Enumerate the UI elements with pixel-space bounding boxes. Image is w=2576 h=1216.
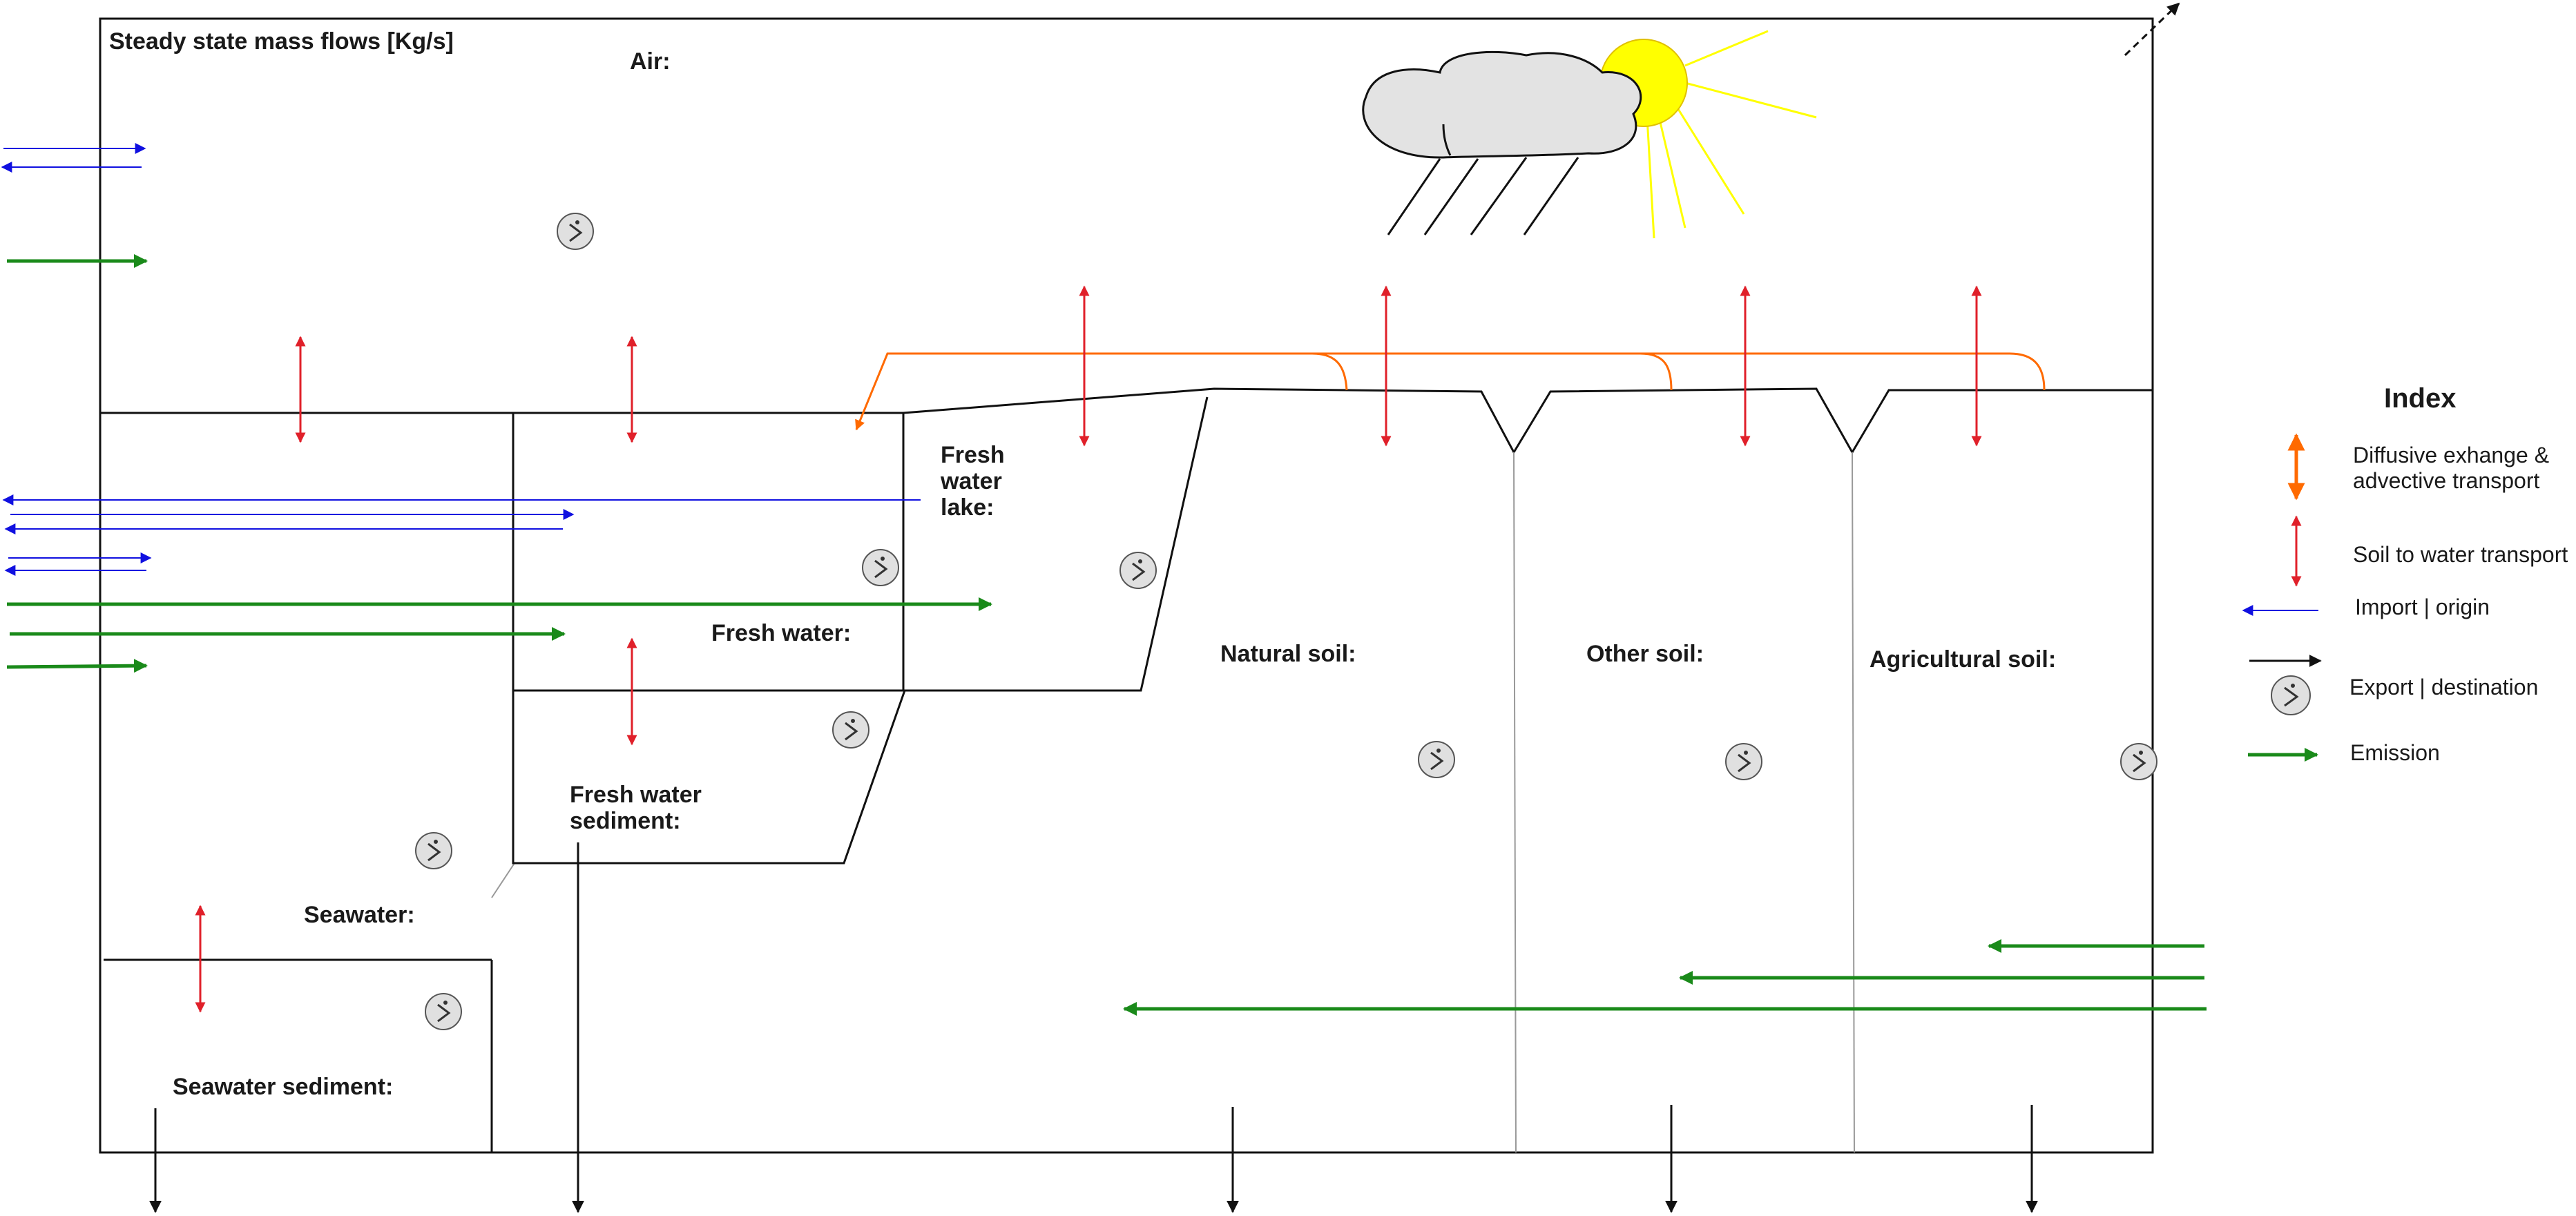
export-destination-icon: [1418, 741, 1455, 778]
other-soil-label: Other soil:: [1586, 641, 1704, 667]
rain-lines: [1387, 157, 1579, 235]
emission-arrows: [6, 254, 2207, 1016]
legend-diffusive-label: Diffusive exhange & advective transport: [2353, 443, 2555, 493]
natural-soil-label: Natural soil:: [1220, 641, 1356, 667]
seawater-shore: [491, 862, 515, 898]
air-label: Air:: [630, 48, 671, 75]
system-boundary: [99, 17, 2154, 1154]
import-arrows: [1, 143, 921, 576]
export-destination-icon: [2271, 675, 2311, 715]
export-destination-icon: [425, 993, 462, 1030]
export-destination-icon: [832, 711, 869, 749]
natural-other-soil-divider: [1513, 452, 1517, 1153]
legend-export-label: Export | destination: [2349, 675, 2538, 699]
weather-illustration: [1362, 30, 1817, 239]
legend-soil-to-water-label: Soil to water transport: [2353, 542, 2568, 567]
export-destination-icon: [862, 549, 899, 586]
export-destination-icon: [1119, 552, 1157, 589]
other-agricultural-soil-divider: [1852, 452, 1855, 1153]
legend: Index Diffusive exhange & advective tran…: [2242, 383, 2568, 765]
air-export-arrow: [2124, 2, 2180, 57]
diffusive-exchange-arrow: [855, 352, 2046, 431]
sun-rays: [1646, 30, 1817, 239]
export-destination-icon: [1725, 743, 1762, 780]
soil-to-water-arrows: [195, 285, 1982, 1013]
fresh-water-sediment-outline: [512, 690, 906, 865]
fresh-water-lake-outline: [902, 396, 1209, 692]
fresh-water-label: Fresh water:: [711, 620, 851, 646]
export-destination-icon: [557, 213, 594, 250]
legend-title: Index: [2384, 383, 2456, 414]
diagram-title: Steady state mass flows [Kg/s]: [109, 28, 454, 55]
export-destination-icon: [2120, 743, 2157, 780]
seawater-label: Seawater:: [304, 902, 415, 928]
agricultural-soil-label: Agricultural soil:: [1869, 646, 2056, 673]
export-arrows: [149, 2, 2180, 1213]
fresh-water-lake-label: Fresh water lake:: [940, 442, 1011, 521]
seawater-sediment-label: Seawater sediment:: [173, 1074, 393, 1100]
export-destination-icon: [415, 832, 452, 869]
air-ground-boundary: [100, 387, 2153, 455]
fresh-water-sediment-label: Fresh water sediment:: [570, 782, 708, 834]
compartment-outlines: [100, 387, 2153, 1153]
destination-markers: [415, 213, 2157, 1030]
fresh-water-box: [512, 412, 905, 692]
cloud-icon: [1362, 50, 1642, 159]
legend-import-label: Import | origin: [2355, 595, 2490, 619]
legend-emission-label: Emission: [2350, 740, 2440, 765]
